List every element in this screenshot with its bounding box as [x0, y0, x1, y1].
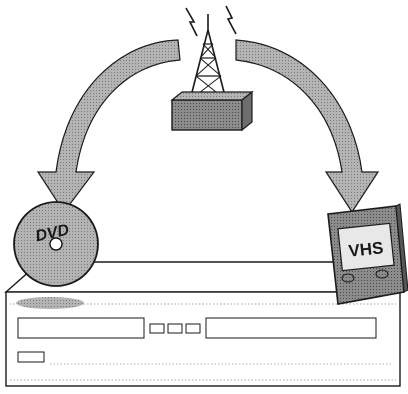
broadcast-tower-icon	[172, 14, 252, 130]
signal-bolt-icon	[186, 6, 236, 36]
vhs-label: VHS	[348, 238, 385, 261]
vhs-tape-icon: VHS	[328, 204, 408, 304]
arrow-left-icon	[38, 40, 180, 212]
arrow-right-icon	[236, 40, 378, 212]
